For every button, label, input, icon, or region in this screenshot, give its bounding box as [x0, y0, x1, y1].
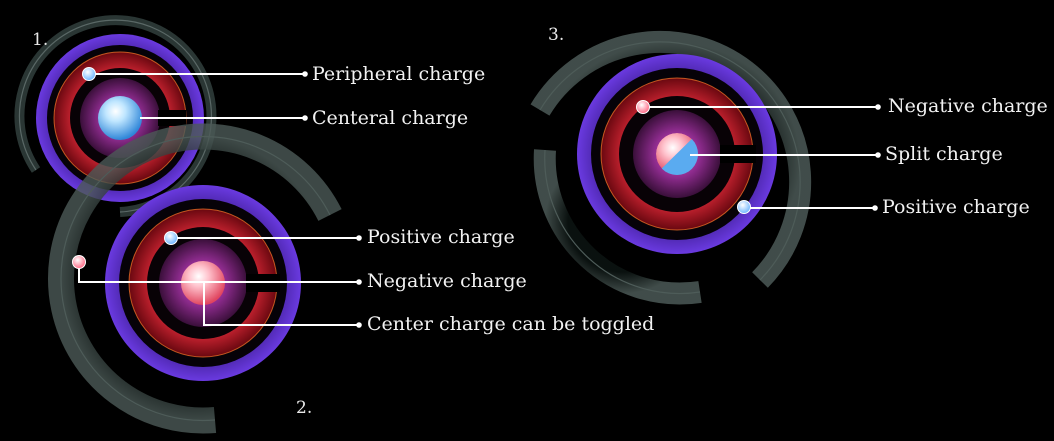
connector-dot: [356, 235, 362, 241]
diagram-number-2: 2.: [296, 398, 313, 418]
diagram-number-1: 1.: [32, 30, 49, 50]
diagram-2: [48, 123, 362, 434]
peripheral-charge-dot: [82, 67, 96, 81]
diagram-1: [14, 15, 308, 217]
connector-dot: [302, 115, 308, 121]
outer-ring-edge: [18, 19, 213, 213]
positive-charge-dot: [737, 200, 751, 214]
connector-dot: [356, 322, 362, 328]
connector-dot: [872, 205, 878, 211]
split-charge-core: [656, 133, 698, 175]
negative-charge-dot: [636, 100, 650, 114]
label-negative-charge: Negative charge: [367, 270, 527, 292]
label-positive-charge: Positive charge: [367, 226, 515, 248]
outer-ring-edge: [539, 41, 801, 281]
diagram-number-3: 3.: [548, 25, 565, 45]
connector-dot: [356, 279, 362, 285]
label-negative-charge: Negative charge: [888, 95, 1048, 117]
label-peripheral-charge: Peripheral charge: [312, 63, 486, 85]
connector-dot: [875, 104, 881, 110]
positive-charge-dot: [164, 231, 178, 245]
label-central-charge: Centeral charge: [312, 107, 469, 129]
connector-dot: [302, 71, 308, 77]
label-split-charge: Split charge: [885, 143, 1003, 165]
negative-charge-dot: [72, 255, 86, 269]
connector-dot: [875, 152, 881, 158]
central-charge-core: [98, 96, 142, 140]
connector-line: [78, 268, 359, 283]
outer-ring-edge: [60, 135, 331, 422]
connector-line: [203, 283, 359, 326]
outer-ring-edge: [544, 149, 701, 295]
diagram-3: [530, 30, 881, 305]
label-center-toggle: Center charge can be toggled: [367, 313, 655, 335]
label-positive-charge: Positive charge: [882, 196, 1030, 218]
